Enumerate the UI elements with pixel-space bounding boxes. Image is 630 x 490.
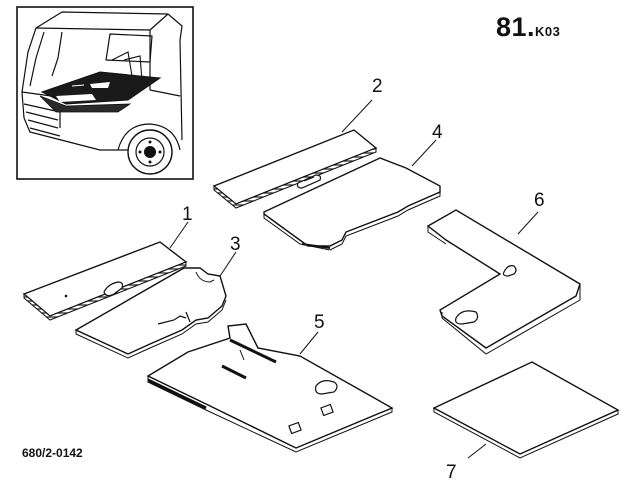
group-number: 81. xyxy=(496,12,536,42)
truck-cab-inset xyxy=(16,6,194,180)
page-group-code: 81.K03 xyxy=(496,12,560,43)
drawing-number: 680/2-0142 xyxy=(22,446,83,460)
floor-mat-part-5 xyxy=(146,323,394,453)
callout-5: 5 xyxy=(314,312,325,333)
floor-mat-part-1 xyxy=(22,221,189,321)
callout-3: 3 xyxy=(230,234,241,255)
floor-mat-part-4 xyxy=(263,139,441,251)
cab-floor-mats xyxy=(39,71,162,113)
callouts: 1 2 3 4 5 6 7 xyxy=(182,76,545,483)
callout-4: 4 xyxy=(432,122,443,143)
floor-mat-part-6 xyxy=(426,209,581,355)
callout-1: 1 xyxy=(182,204,193,225)
callout-7: 7 xyxy=(446,462,457,483)
floor-mat-part-2 xyxy=(212,99,378,209)
callout-2: 2 xyxy=(372,76,383,97)
floor-mat-part-7 xyxy=(432,361,620,459)
wheel-icon xyxy=(127,129,173,175)
group-suffix: K03 xyxy=(535,24,561,39)
callout-6: 6 xyxy=(534,190,545,211)
floor-mat-part-3 xyxy=(74,251,237,359)
